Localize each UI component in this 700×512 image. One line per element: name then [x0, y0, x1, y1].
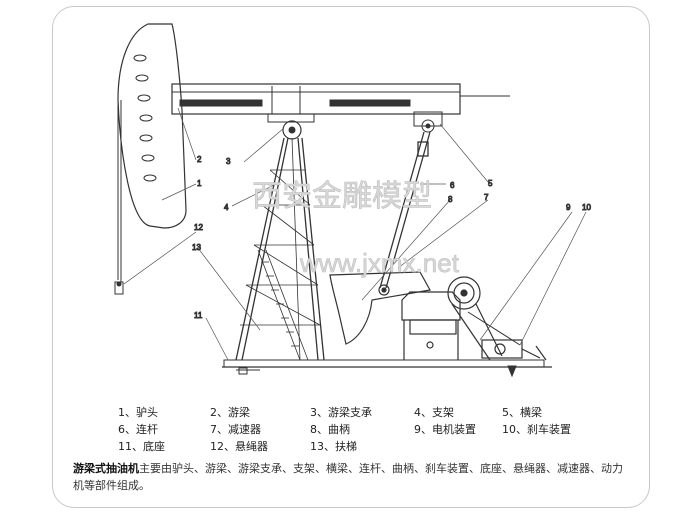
- legend-item: 13、扶梯: [310, 439, 357, 453]
- watermark-name: 西安金雕模型: [252, 180, 432, 213]
- callout-10: 10: [582, 203, 591, 212]
- ladder: [257, 249, 309, 361]
- callout-4: 4: [224, 203, 229, 212]
- brake: [467, 311, 521, 378]
- description-term: 游梁式抽油机: [73, 462, 139, 475]
- ground-base: [222, 359, 552, 375]
- horsehead: [114, 23, 187, 295]
- watermark-url: www.jxmx.net: [299, 248, 460, 278]
- gear-reducer: [401, 291, 461, 360]
- legend-item: 6、连杆: [118, 422, 158, 436]
- legend-item: 8、曲柄: [310, 422, 350, 436]
- callout-2: 2: [197, 155, 202, 164]
- diagram-frame: [52, 6, 650, 508]
- description: 游梁式抽油机主要由驴头、游梁、游梁支承、支架、横梁、连杆、曲柄、刹车装置、底座、…: [73, 460, 633, 494]
- pitman-arm: [379, 131, 431, 289]
- legend-item: 4、支架: [414, 405, 454, 419]
- beam-pumping-unit-drawing: 1 2 3 4 5 6 7 8 9 10 11 12 13 西安金雕模型 www…: [114, 23, 592, 378]
- callout-6: 6: [450, 181, 455, 190]
- legend-row: 1、驴头 2、游梁 3、游梁支承 4、支架 5、横梁: [118, 403, 588, 420]
- legend-item: 2、游梁: [210, 405, 250, 419]
- samson-post: [235, 137, 325, 361]
- callout-9: 9: [566, 203, 571, 212]
- callout-7: 7: [484, 193, 489, 202]
- leader-lines: [123, 107, 587, 361]
- callout-8: 8: [448, 195, 453, 204]
- horsehead-holes: [133, 54, 157, 182]
- callout-12: 12: [194, 223, 203, 232]
- legend-row: 6、连杆 7、减速器 8、曲柄 9、电机装置 10、刹车装置: [118, 420, 588, 437]
- crank: [329, 271, 431, 345]
- legend-item: 7、减速器: [210, 422, 261, 436]
- description-text: 主要由驴头、游梁、游梁支承、支架、横梁、连杆、曲柄、刹车装置、底座、悬绳器、减速…: [73, 462, 623, 492]
- legend-item: 3、游梁支承: [310, 405, 372, 419]
- belt-pulley: [447, 276, 503, 361]
- legend-item: 11、底座: [118, 439, 165, 453]
- parts-legend: 1、驴头 2、游梁 3、游梁支承 4、支架 5、横梁 6、连杆 7、减速器 8、…: [118, 403, 588, 454]
- equalizer: [413, 111, 443, 133]
- legend-item: 5、横梁: [502, 405, 542, 419]
- callout-11: 11: [194, 311, 203, 320]
- legend-row: 11、底座 12、悬绳器 13、扶梯: [118, 437, 588, 454]
- bridle: [116, 281, 122, 287]
- callout-1: 1: [197, 179, 202, 188]
- callout-3: 3: [226, 157, 231, 166]
- legend-item: 9、电机装置: [414, 422, 476, 436]
- legend-item: 10、刹车装置: [502, 422, 571, 436]
- callout-5: 5: [488, 179, 493, 188]
- walking-beam: [171, 83, 510, 115]
- callout-13: 13: [192, 243, 201, 252]
- saddle-bearing: [267, 113, 315, 140]
- legend-item: 12、悬绳器: [210, 439, 268, 453]
- legend-item: 1、驴头: [118, 405, 158, 419]
- motor: [481, 339, 547, 361]
